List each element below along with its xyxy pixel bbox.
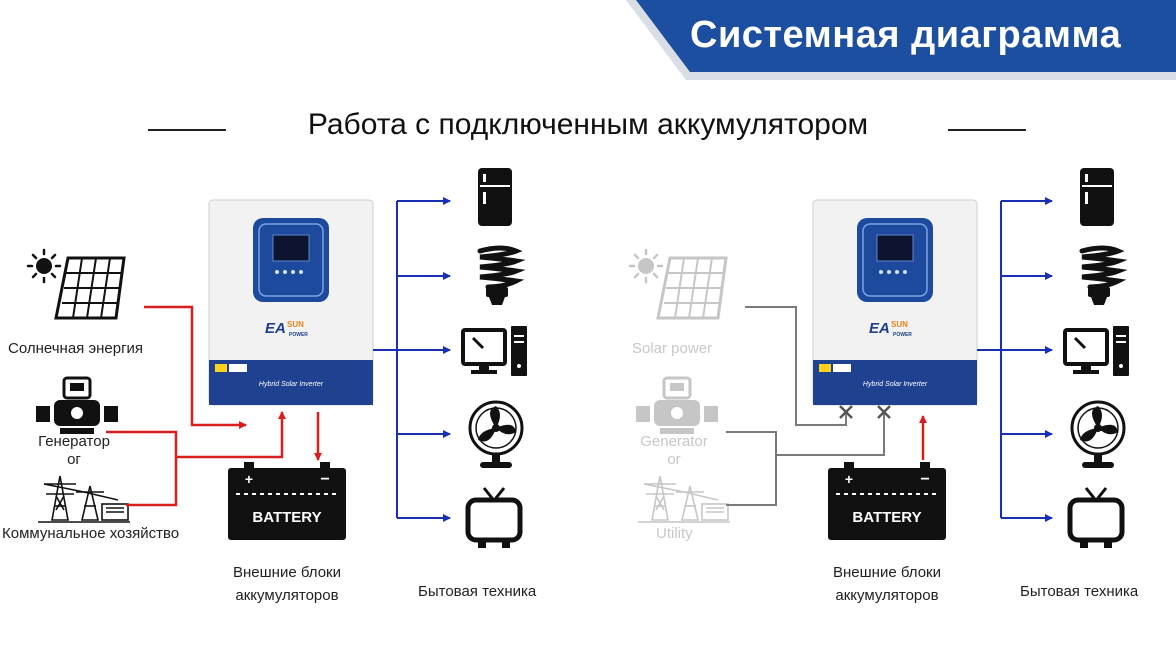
battery-caption-line2: аккумуляторов — [835, 587, 939, 604]
hybrid-inverter-right — [812, 199, 978, 406]
disconnect-x-marks — [839, 405, 891, 419]
appliances-label-left: Бытовая техника — [418, 583, 537, 600]
bulb-icon-left — [480, 248, 516, 305]
fan-icon-right — [1070, 400, 1126, 470]
fridge-icon-left — [477, 167, 513, 227]
generator-icon — [34, 376, 120, 436]
load-output-lines-right — [977, 197, 1053, 522]
utility-label-left: Коммунальное хозяйство — [2, 525, 180, 542]
ac-input-lines-left — [106, 305, 322, 507]
generator-label-left: Генератор ог — [30, 433, 118, 469]
battery-caption-line2: аккумуляторов — [235, 587, 339, 604]
tv-icon-right — [1070, 488, 1122, 548]
generator-label-line1: Генератор — [38, 433, 110, 450]
computer-icon-left — [461, 324, 529, 378]
generator-label-line2: or — [667, 451, 681, 468]
generator-icon-inactive — [634, 376, 720, 436]
tv-icon-left — [468, 488, 520, 548]
fan-icon-left — [468, 400, 524, 470]
solar-panel-icon-inactive — [628, 248, 728, 320]
section-subtitle: Работа с подключенным аккумулятором — [307, 108, 869, 141]
generator-label-right: Generator or — [630, 433, 718, 469]
bulb-icon-right — [1082, 248, 1118, 305]
battery-caption-line1: Внешние блоки — [233, 564, 341, 581]
subtitle-rule-left — [148, 129, 226, 131]
battery-caption-right: Внешние блоки аккумуляторов — [822, 561, 952, 607]
page-title: Системная диаграмма — [690, 14, 1122, 56]
fridge-icon-right — [1079, 167, 1115, 227]
left-panel — [26, 167, 529, 548]
hybrid-inverter-left — [208, 199, 374, 406]
utility-label-right: Utility — [656, 525, 693, 542]
battery-caption-line1: Внешние блоки — [833, 564, 941, 581]
load-output-lines-left — [373, 197, 451, 522]
computer-icon-right — [1063, 324, 1131, 378]
solar-panel-icon — [26, 248, 126, 320]
generator-label-line1: Generator — [640, 433, 708, 450]
battery-icon-right — [827, 461, 947, 541]
utility-tower-icon-inactive — [637, 475, 731, 523]
generator-label-line2: ог — [67, 451, 81, 468]
solar-label-right: Solar power — [632, 340, 713, 357]
right-panel — [628, 167, 1131, 548]
appliances-label-right: Бытовая техника — [1020, 583, 1139, 600]
solar-label-left: Солнечная энергия — [8, 340, 144, 357]
utility-tower-icon — [37, 475, 131, 523]
header-banner — [626, 0, 1176, 80]
battery-caption-left: Внешние блоки аккумуляторов — [222, 561, 352, 607]
subtitle-rule-right — [948, 129, 1026, 131]
battery-icon-left — [227, 461, 347, 541]
inactive-input-lines-right — [726, 306, 885, 506]
